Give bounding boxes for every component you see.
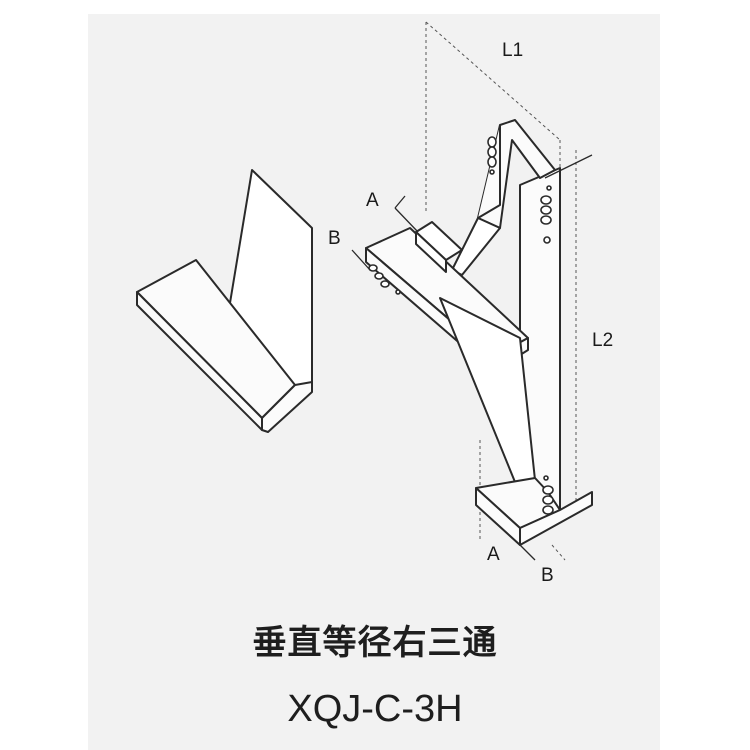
label-a-bottom: A bbox=[487, 544, 500, 565]
label-l2: L2 bbox=[592, 330, 613, 351]
label-b-bottom: B bbox=[541, 565, 554, 586]
dimension-lines bbox=[351, 195, 536, 561]
label-b-top: B bbox=[328, 228, 341, 249]
label-l1: L1 bbox=[502, 40, 523, 61]
label-a-top: A bbox=[366, 190, 379, 211]
caption-model-number: XQJ-C-3H bbox=[287, 688, 463, 730]
drawing-panel bbox=[88, 14, 660, 750]
left-tray-piece bbox=[136, 169, 313, 433]
caption-title: 垂直等径右三通 bbox=[252, 623, 498, 663]
tee-fitting bbox=[365, 119, 593, 546]
